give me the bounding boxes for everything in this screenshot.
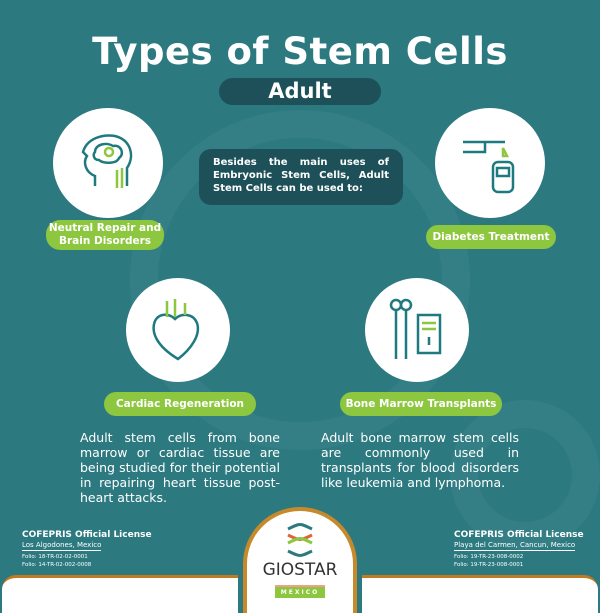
license-folio: Folio: 19-TR-23-008-0001 [454,562,524,568]
giostar-logo: GIOSTAR MEXICO [243,507,357,613]
dna-logo-icon [287,523,313,557]
glucose-meter-icon [463,140,515,194]
use-label-brain: Neutral Repair and Brain Disorders [46,220,164,250]
license-title: COFEPRIS Official License [454,530,584,540]
license-title: COFEPRIS Official License [22,530,152,540]
bone-description: Adult bone marrow stem cells are commonl… [321,430,519,490]
logo-tag: MEXICO [274,585,326,598]
brain-icon-circle [53,108,163,218]
use-label-bone: Bone Marrow Transplants [340,392,502,416]
bone-icon-circle [365,278,469,382]
use-label-diabetes: Diabetes Treatment [426,225,556,249]
license-folio: Folio: 19-TR-23-008-0002 [454,554,524,560]
subtitle-badge: Adult [219,78,381,105]
license-location: Playa del Carmen, Cancun, Mexico [454,541,576,551]
brain-head-icon [81,134,133,188]
license-location: Los Algodones, Mexico [22,541,102,551]
bone-report-icon [389,298,442,359]
license-folio: Folio: 18-TR-02-02-0001 [22,554,88,560]
logo-name: GIOSTAR [262,560,338,580]
use-label-cardiac: Cardiac Regeneration [104,392,256,416]
diabetes-icon-circle [435,108,545,218]
license-right: COFEPRIS Official License Playa del Carm… [454,530,584,569]
page-title: Types of Stem Cells [92,30,508,73]
license-left: COFEPRIS Official License Los Algodones,… [22,530,152,569]
intro-text: Besides the main uses of Embryonic Stem … [199,149,403,205]
heart-icon-circle [126,278,230,382]
cardiac-description: Adult stem cells from bone marrow or car… [80,430,280,505]
license-folio: Folio: 14-TR-02-002-0008 [22,562,92,568]
heart-icon [152,299,200,361]
